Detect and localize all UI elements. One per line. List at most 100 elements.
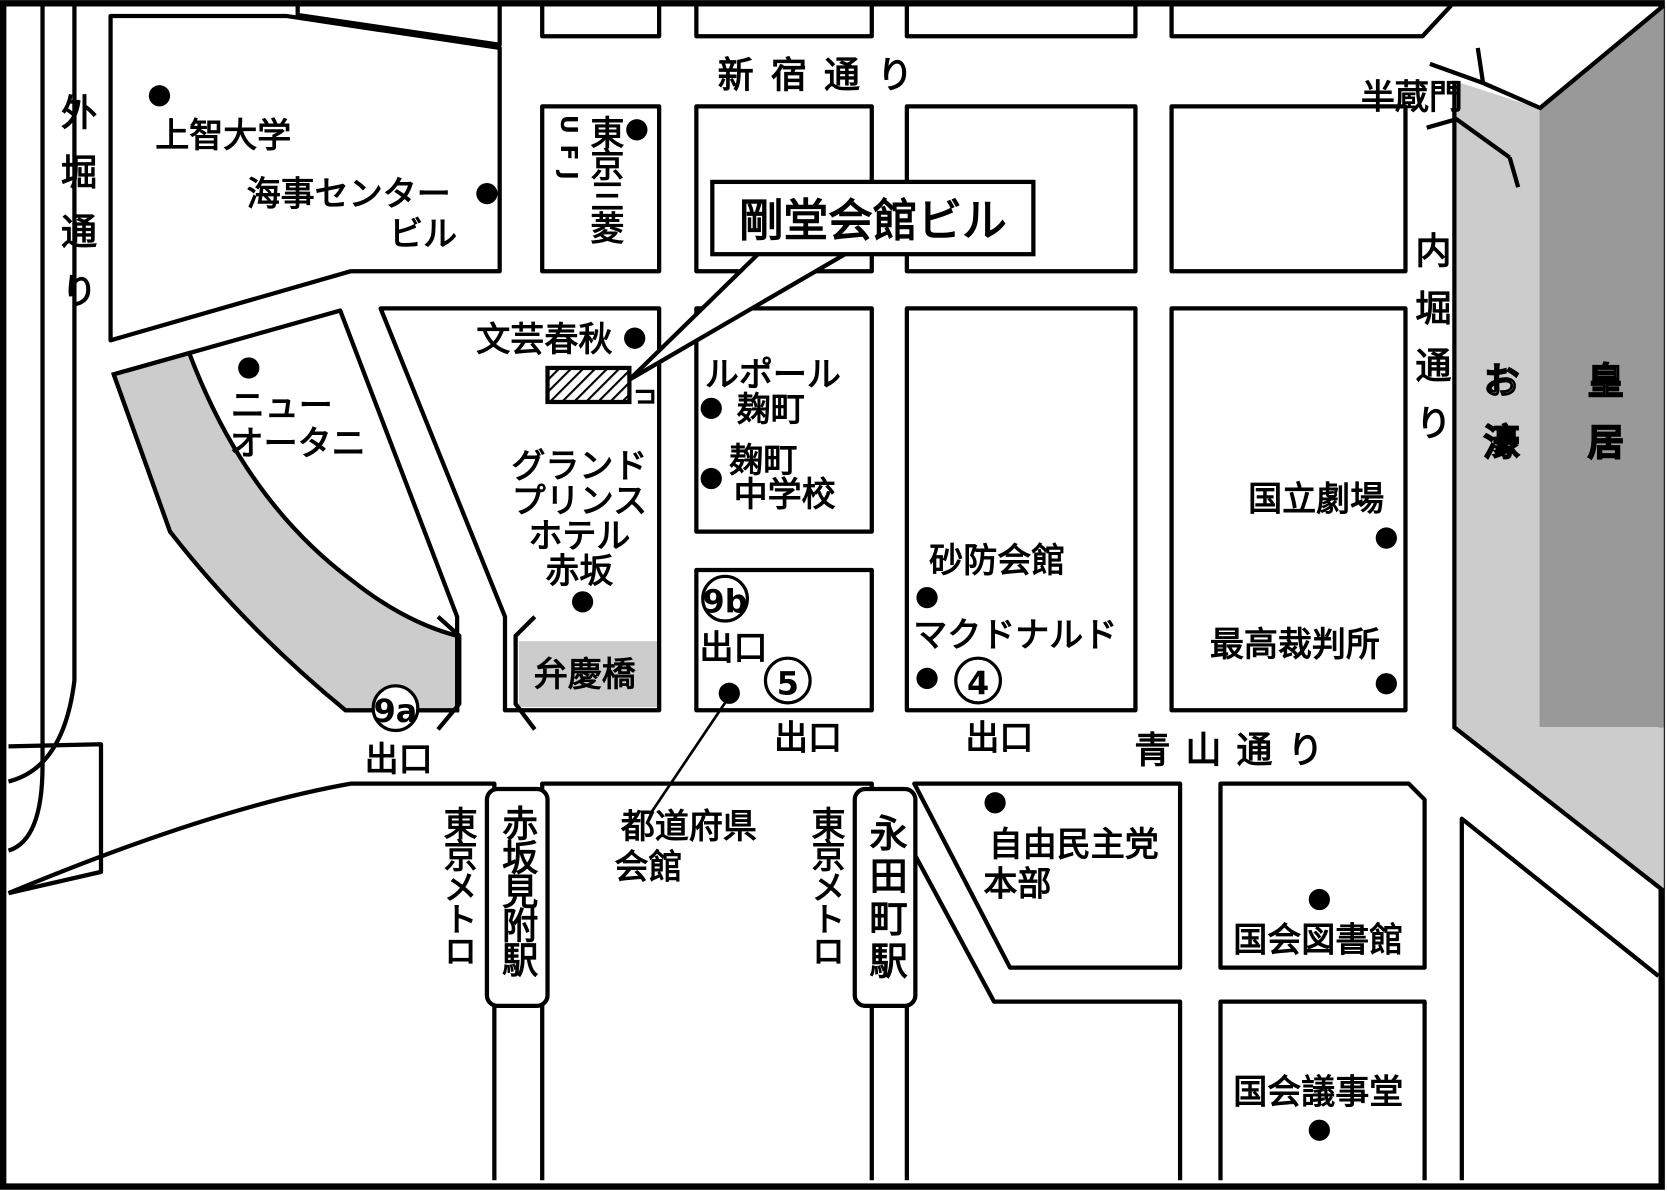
exit-4-number: 4	[967, 664, 989, 702]
kokuritsu-marker	[1375, 527, 1397, 549]
kaiji-label-1: 海事センター	[247, 174, 451, 214]
uchibori-dori-label: 内堀通り	[1409, 232, 1452, 462]
exit-9b-number: 9b	[703, 582, 748, 620]
block-kokuritsu	[1169, 306, 1408, 713]
new-otani-marker	[238, 357, 260, 379]
exit-9a-circle	[371, 684, 420, 733]
target-building	[545, 365, 632, 405]
metro-label-akasaka: 東京メトロ	[437, 806, 477, 966]
benkei-label: 弁慶橋	[534, 655, 637, 695]
block-top-c	[694, 5, 874, 39]
exit-9a-number: 9a	[374, 692, 418, 730]
kojimachi-js-label-2: 中学校	[734, 475, 836, 515]
metro-label-nagatacho: 東京メトロ	[805, 806, 845, 966]
diet-marker	[1308, 1119, 1330, 1141]
bridge-bracket-right	[513, 615, 537, 731]
todofuken-leader	[649, 695, 731, 815]
bridge-line-4	[1507, 156, 1521, 188]
jimin-label-1: 自由民主党	[989, 825, 1159, 865]
ohori-label: お濠	[1478, 362, 1521, 485]
grand-prince-label-2: プリンス	[512, 482, 647, 522]
bridge-line-2	[1475, 47, 1486, 84]
saiko-marker	[1375, 673, 1397, 695]
ufj-label-1: UFJ	[555, 115, 583, 191]
moat-edge	[1452, 80, 1666, 893]
kojimachi-js-label-1: 麹町	[729, 441, 797, 481]
block-le-port	[694, 306, 874, 534]
nagatacho-station-box	[852, 786, 918, 1008]
sophia-label: 上智大学	[155, 116, 291, 156]
block-right-lower	[1459, 816, 1660, 1181]
block-sophia	[108, 13, 502, 343]
mcd-label: マクドナルド	[913, 615, 1117, 655]
exit-9b-circle	[701, 574, 749, 623]
exit-4-circle	[954, 656, 1003, 705]
ufj-label-2: 東京三菱	[584, 115, 624, 245]
block-top-e	[1169, 3, 1453, 39]
diet-label: 国会議事堂	[1233, 1073, 1403, 1113]
block-top-b	[540, 5, 662, 39]
block-diet	[1218, 999, 1427, 1181]
block-ndl	[1218, 781, 1427, 970]
block-jimin	[912, 781, 1183, 970]
target-name: 剛堂会館ビル	[739, 195, 1007, 247]
todofuken-marker	[718, 682, 740, 704]
sabo-label: 砂防会館	[929, 541, 1065, 581]
benkei-bridge-area	[518, 641, 658, 708]
sotobori-curve-2	[7, 5, 77, 784]
jimin-marker	[984, 792, 1006, 814]
block-lower-left	[7, 781, 497, 1181]
le-port-label-2: 麹町	[737, 390, 805, 430]
saiko-label: 最高裁判所	[1210, 625, 1380, 665]
le-port-label-1: ルポール	[705, 355, 841, 395]
new-otani-label-2: オータニ	[230, 424, 366, 464]
exit-9a-label: 出口	[365, 740, 433, 780]
exit-5-circle	[763, 656, 812, 705]
kaiji-label-2: ビル	[389, 215, 457, 255]
kokyo-label: 皇居	[1582, 361, 1625, 485]
akasaka-mitsuke-station-box	[484, 786, 550, 1008]
todofuken-label-1: 都道府県	[620, 807, 757, 847]
grand-prince-marker	[571, 591, 594, 613]
sabo-marker	[916, 586, 938, 609]
todofuken-label-2: 会館	[614, 847, 682, 887]
hanzomon-label: 半蔵門	[1361, 78, 1463, 118]
exit-5-label: 出口	[774, 719, 842, 759]
bridge-bracket-left	[436, 615, 462, 731]
le-port-marker	[700, 397, 722, 419]
kokuritsu-label: 国立劇場	[1248, 479, 1384, 519]
sophia-marker	[148, 85, 171, 107]
kaiji-marker	[476, 182, 498, 205]
palace-edge	[1538, 3, 1666, 111]
shinjuku-dori-label: 新宿通り	[718, 53, 931, 96]
bungei-marker	[624, 327, 646, 349]
ufj-marker	[626, 119, 648, 141]
exit-9b-label: 出口	[700, 628, 768, 668]
grand-prince-label-4: 赤坂	[545, 552, 613, 592]
new-otani-garden	[110, 350, 460, 713]
ndl-marker	[1308, 888, 1330, 911]
sotobori-curve	[7, 5, 45, 853]
target-entrance	[635, 389, 655, 404]
moat	[1454, 80, 1664, 892]
aoyama-dori-label: 青山通り	[1134, 728, 1338, 771]
block-top-d	[904, 5, 1138, 39]
exit-4-label: 出口	[965, 719, 1033, 759]
block-top-a	[295, 5, 502, 47]
jimin-label-2: 本部	[983, 864, 1051, 904]
bungei-label: 文芸春秋	[476, 320, 612, 360]
imperial-palace-area	[1539, 5, 1664, 728]
ndl-label: 国会図書館	[1233, 921, 1403, 961]
grand-prince-label-1: グランド	[511, 446, 647, 486]
akasaka-mitsuke-label: 赤坂見附駅	[496, 805, 539, 978]
target-callout-box	[710, 179, 1036, 257]
grand-prince-label-3: ホテル	[528, 517, 630, 557]
block-top-4	[1169, 104, 1408, 274]
bridge-line-3	[1426, 116, 1511, 160]
block-sabo	[904, 306, 1138, 713]
exit-5-number: 5	[777, 664, 799, 702]
kojimachi-js-marker	[700, 467, 722, 490]
mcd-marker	[916, 667, 938, 690]
sotobori-dori-label: 外堀通り	[55, 93, 98, 331]
